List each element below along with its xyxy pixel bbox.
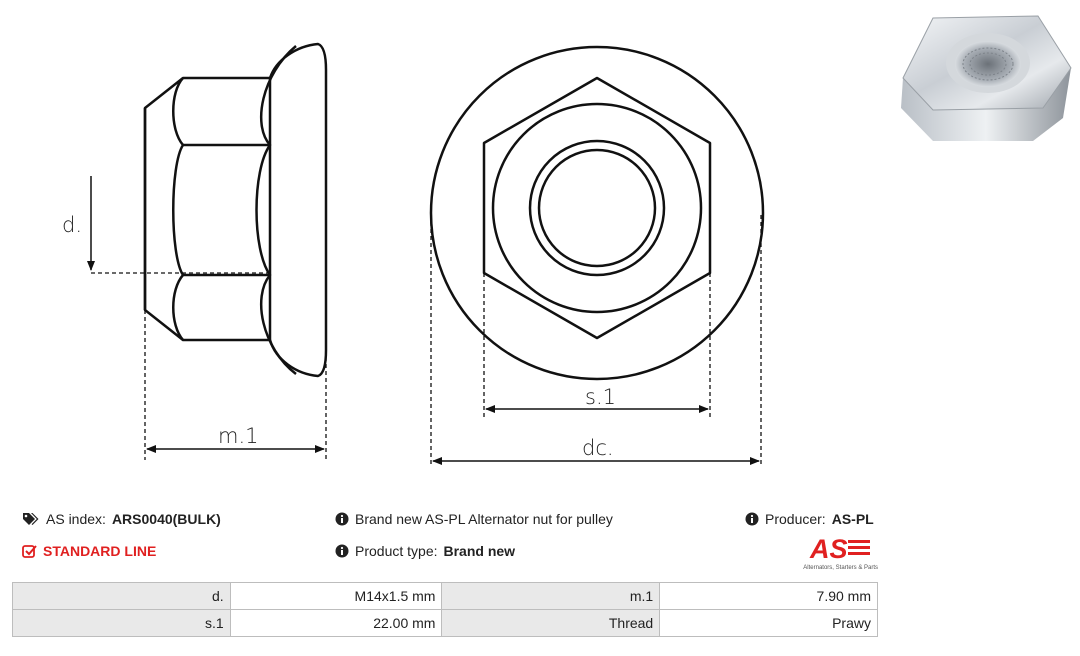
spec-value: M14x1.5 mm <box>229 582 443 610</box>
label-s1: s.1 <box>585 385 616 409</box>
spec-value: 22.00 mm <box>229 609 443 637</box>
as-index-value: ARS0040(BULK) <box>111 511 221 527</box>
nut-side-view <box>143 42 328 378</box>
product-type: Product type: Brand new <box>335 543 515 559</box>
dimension-d: d. <box>62 176 270 274</box>
check-square-icon <box>22 545 37 558</box>
spec-label: m.1 <box>441 582 661 610</box>
producer-value: AS-PL <box>831 511 874 527</box>
specs-table: d. M14x1.5 mm m.1 7.90 mm s.1 22.00 mm T… <box>12 582 878 637</box>
info-circle-icon <box>335 512 349 526</box>
label-d: d. <box>62 213 82 237</box>
standard-line: STANDARD LINE <box>22 543 156 559</box>
product-type-label: Product type: <box>355 543 438 559</box>
svg-text:AS: AS <box>809 534 848 562</box>
spec-value: Prawy <box>659 609 878 637</box>
product-photo <box>901 15 1072 141</box>
info-circle-icon <box>335 544 349 558</box>
dimension-s1: s.1 <box>483 273 711 418</box>
spec-label: s.1 <box>12 609 231 637</box>
spec-label: Thread <box>441 609 661 637</box>
product-type-value: Brand new <box>443 543 516 559</box>
as-index-label: AS index: <box>46 511 106 527</box>
label-m1: m.1 <box>218 424 259 448</box>
dimension-m1: m.1 <box>144 310 327 460</box>
standard-line-text: STANDARD LINE <box>43 543 157 559</box>
as-index: AS index: ARS0040(BULK) <box>22 511 221 527</box>
spec-label: d. <box>12 582 231 610</box>
nut-front-view <box>429 45 765 381</box>
dimension-dc: dc. <box>430 215 762 466</box>
description-text: Brand new AS-PL Alternator nut for pulle… <box>355 511 613 527</box>
description: Brand new AS-PL Alternator nut for pulle… <box>335 511 613 527</box>
label-dc: dc. <box>582 436 614 460</box>
producer: Producer: AS-PL <box>745 511 874 527</box>
spec-value: 7.90 mm <box>659 582 878 610</box>
tags-icon <box>23 513 39 525</box>
technical-drawing: d. m.1 s.1 dc. <box>62 42 765 466</box>
table-row: s.1 22.00 mm Thread Prawy <box>12 609 878 637</box>
as-logo-mark: AS <box>809 534 870 564</box>
logo-tagline: Alternators, Starters & Parts <box>803 565 878 571</box>
table-row: d. M14x1.5 mm m.1 7.90 mm <box>12 582 878 610</box>
info-circle-icon <box>745 512 759 526</box>
as-pl-logo: AS Alternators, Starters & Parts <box>790 534 878 572</box>
producer-label: Producer: <box>765 511 826 527</box>
